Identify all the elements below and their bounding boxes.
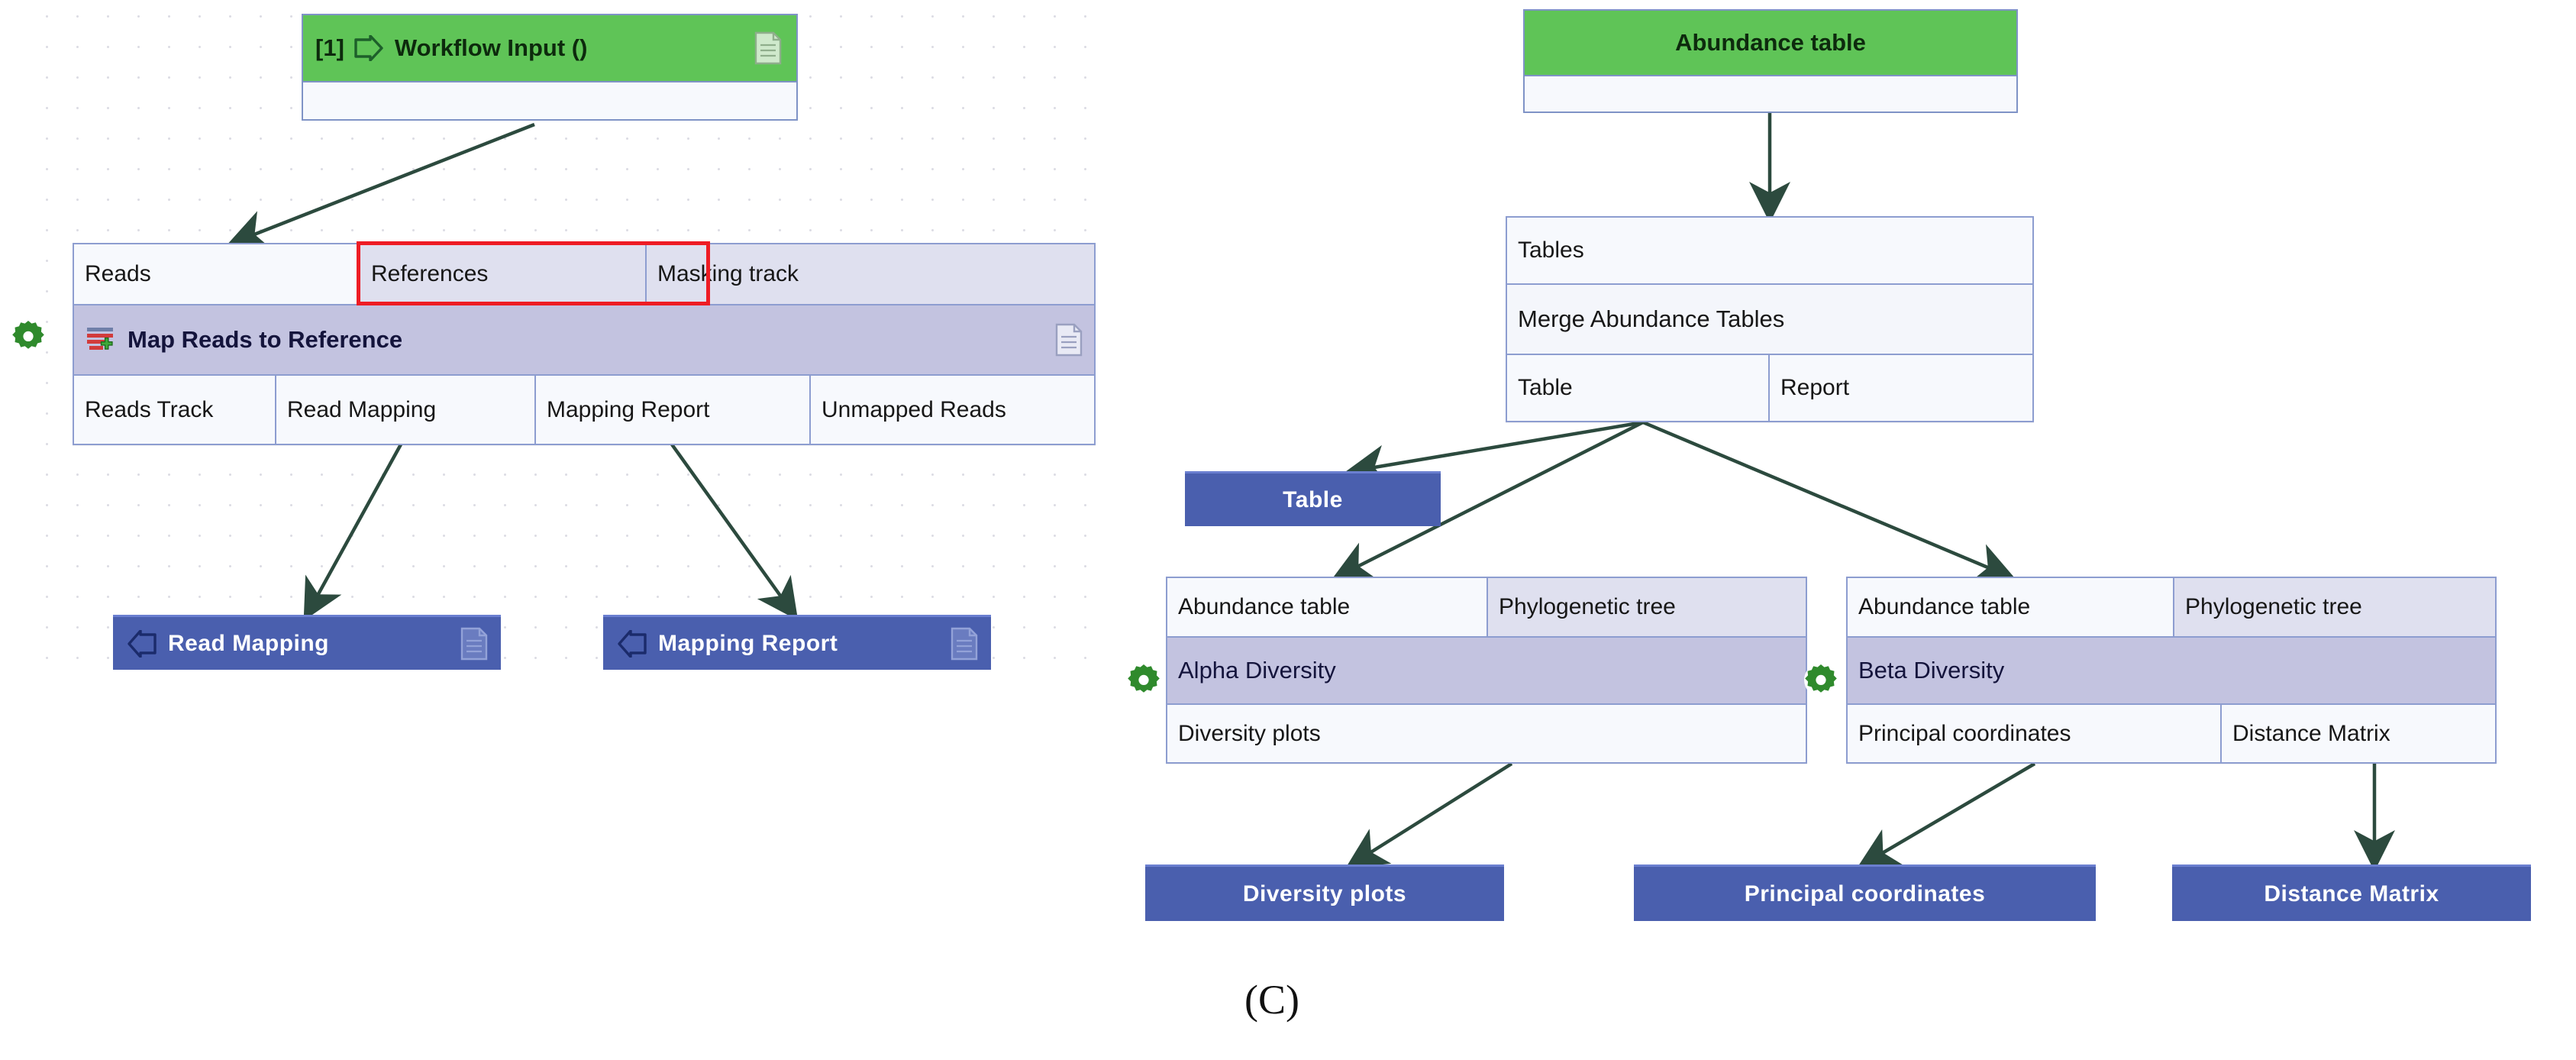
- port-tables[interactable]: Tables: [1507, 218, 2032, 283]
- merge-input-ports: Tables: [1507, 218, 2032, 285]
- port-distance-matrix[interactable]: Distance Matrix: [2222, 705, 2495, 762]
- output-node-label: Diversity plots: [1242, 881, 1407, 906]
- edge-input-to-reads: [226, 122, 535, 250]
- alpha-diversity-module[interactable]: Abundance table Phylogenetic tree Alpha …: [1166, 577, 1807, 764]
- abundance-table-label: Abundance table: [1675, 29, 1866, 56]
- map-reads-title-row[interactable]: Map Reads to Reference: [74, 305, 1094, 376]
- alpha-title: Alpha Diversity: [1178, 657, 1336, 684]
- port-abundance-table[interactable]: Abundance table: [1848, 578, 2174, 636]
- document-icon[interactable]: [1054, 323, 1083, 357]
- output-node-diversity-plots[interactable]: Diversity plots: [1145, 864, 1504, 921]
- merge-title-row[interactable]: Merge Abundance Tables: [1507, 285, 2032, 355]
- port-principal-coordinates[interactable]: Principal coordinates: [1848, 705, 2222, 762]
- workflow-input-label: Workflow Input (): [394, 34, 588, 61]
- port-unmapped-reads[interactable]: Unmapped Reads: [811, 376, 1094, 444]
- port-abundance-table[interactable]: Abundance table: [1167, 578, 1488, 636]
- merge-output-ports: Table Report: [1507, 355, 2032, 421]
- map-reads-input-ports: Reads References Masking track: [74, 244, 1094, 305]
- abundance-table-footer: [1525, 76, 2016, 111]
- output-node-mapping-report[interactable]: Mapping Report: [603, 615, 991, 670]
- beta-diversity-module[interactable]: Abundance table Phylogenetic tree Beta D…: [1846, 577, 2497, 764]
- document-icon[interactable]: [754, 31, 783, 65]
- output-node-label: Distance Matrix: [2264, 881, 2439, 906]
- output-node-label: Table: [1283, 486, 1343, 512]
- workflow-input-index: [1]: [315, 34, 344, 61]
- alpha-input-ports: Abundance table Phylogenetic tree: [1167, 578, 1806, 638]
- merge-abundance-tables-module[interactable]: Tables Merge Abundance Tables Table Repo…: [1506, 216, 2034, 422]
- output-arrow-icon: [618, 629, 647, 658]
- alpha-title-row[interactable]: Alpha Diversity: [1167, 638, 1806, 705]
- abundance-table-header: Abundance table: [1525, 11, 2016, 76]
- output-node-table[interactable]: Table: [1185, 471, 1441, 526]
- port-table[interactable]: Table: [1507, 355, 1770, 421]
- output-node-distance-matrix[interactable]: Distance Matrix: [2172, 864, 2531, 921]
- merge-title: Merge Abundance Tables: [1518, 305, 1785, 332]
- beta-input-ports: Abundance table Phylogenetic tree: [1848, 578, 2495, 638]
- document-icon[interactable]: [460, 627, 489, 661]
- map-reads-output-ports: Reads Track Read Mapping Mapping Report …: [74, 376, 1094, 444]
- port-read-mapping[interactable]: Read Mapping: [276, 376, 536, 444]
- output-node-principal-coordinates[interactable]: Principal coordinates: [1634, 864, 2096, 921]
- beta-title: Beta Diversity: [1858, 657, 2005, 684]
- gear-icon[interactable]: [1803, 663, 1838, 698]
- port-reads-track[interactable]: Reads Track: [74, 376, 276, 444]
- map-reads-title: Map Reads to Reference: [128, 326, 403, 353]
- output-node-label: Read Mapping: [168, 630, 330, 656]
- beta-output-ports: Principal coordinates Distance Matrix: [1848, 705, 2495, 762]
- port-mapping-report[interactable]: Mapping Report: [536, 376, 811, 444]
- edge-readmapping-to-node: [303, 443, 402, 621]
- edge-table-to-tablenode: [1344, 420, 1644, 486]
- workflow-input-header: [1] Workflow Input (): [303, 15, 796, 82]
- port-phylogenetic-tree[interactable]: Phylogenetic tree: [1488, 578, 1806, 636]
- port-diversity-plots[interactable]: Diversity plots: [1167, 705, 1806, 762]
- map-reads-to-reference-module[interactable]: Reads References Masking track Map Reads…: [73, 243, 1096, 445]
- workflow-input-node[interactable]: [1] Workflow Input (): [302, 14, 798, 121]
- port-masking-track[interactable]: Masking track: [647, 244, 1094, 304]
- workflow-input-footer: [303, 82, 796, 119]
- port-phylogenetic-tree[interactable]: Phylogenetic tree: [2174, 578, 2495, 636]
- output-node-label: Principal coordinates: [1744, 881, 1986, 906]
- output-arrow-icon: [128, 629, 157, 658]
- alpha-output-ports: Diversity plots: [1167, 705, 1806, 762]
- abundance-table-input-node[interactable]: Abundance table: [1523, 9, 2018, 113]
- figure-caption-text: (C): [1244, 977, 1299, 1023]
- gear-icon[interactable]: [1126, 663, 1161, 698]
- output-node-read-mapping[interactable]: Read Mapping: [113, 615, 501, 670]
- edge-mappingreport-to-node: [670, 443, 799, 621]
- output-node-label: Mapping Report: [658, 630, 838, 656]
- edge-diversityplots-to-node: [1345, 762, 1513, 868]
- port-reads[interactable]: Reads: [74, 244, 360, 304]
- beta-title-row[interactable]: Beta Diversity: [1848, 638, 2495, 705]
- port-references[interactable]: References: [360, 244, 647, 304]
- edge-table-to-beta: [1642, 420, 2016, 583]
- map-reads-icon: [87, 328, 113, 350]
- gear-icon[interactable]: [11, 319, 46, 354]
- document-icon[interactable]: [950, 627, 979, 661]
- port-report[interactable]: Report: [1770, 355, 2032, 421]
- input-arrow-icon: [354, 35, 383, 61]
- edge-principalcoords-to-node: [1857, 762, 2036, 868]
- figure-caption: (C): [1244, 976, 1299, 1023]
